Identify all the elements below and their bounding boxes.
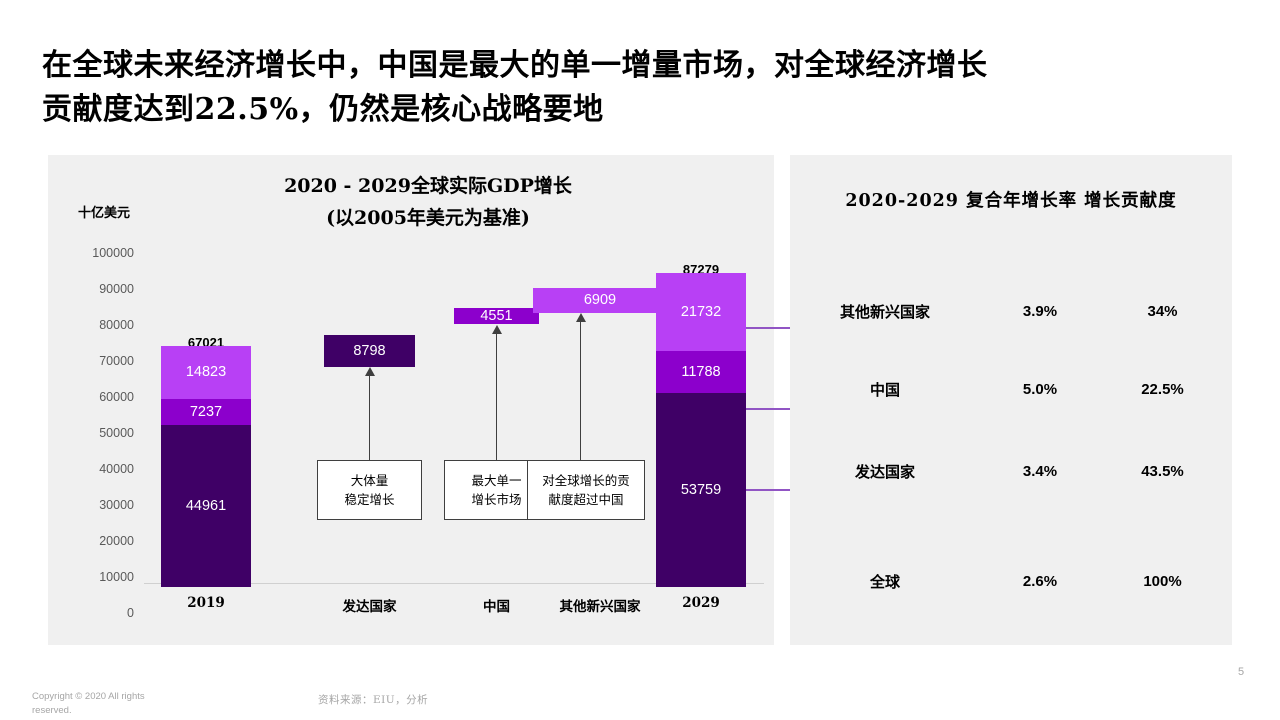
growth-contribution-table-panel: 2020-2029 复合年增长率 增长贡献度 其他新兴国家 3.9% 34% 中… [790, 155, 1232, 645]
bar-float-developed: 8798 [324, 335, 415, 367]
y-tick-50000: 50000 [99, 426, 134, 440]
x-label-2019: 2019 [187, 595, 225, 611]
bar-float-label: 4551 [480, 308, 513, 325]
table-cell-contribution: 34% [1147, 302, 1178, 320]
bar-float-other-emerging: 6909 [533, 288, 667, 313]
y-tick-10000: 10000 [99, 570, 134, 584]
chart-panel: 2020 - 2029全球实际GDP增长 (以2005年美元为基准) 十亿美元 … [48, 155, 774, 645]
copyright-text: Copyright © 2020 All rights reserved. [32, 691, 145, 717]
table-row: 其他新兴国家 3.9% 34% [790, 297, 1232, 325]
leader-arrowhead-other-emerging [575, 313, 586, 322]
page-number: 5 [1238, 666, 1245, 678]
y-tick-0: 0 [127, 606, 134, 620]
chart-plot-area: 100000 90000 80000 70000 60000 50000 400… [48, 155, 774, 645]
y-tick-80000: 80000 [99, 318, 134, 332]
bar-segment-2019-other-emerging: 14823 [161, 345, 251, 400]
bar-segment-2019-developed: 44961 [161, 425, 251, 588]
table-cell-contribution: 43.5% [1141, 462, 1184, 480]
table-cell-name: 全球 [869, 572, 900, 591]
y-tick-90000: 90000 [99, 282, 134, 296]
x-label-other-emerging: 其他新兴国家 [559, 599, 641, 615]
leader-line-china [495, 334, 498, 460]
callout-other-emerging: 对全球增长的贡 献度超过中国 [527, 460, 645, 520]
table-cell-cagr: 3.4% [1022, 462, 1058, 480]
y-tick-100000: 100000 [92, 246, 134, 260]
x-label-china: 中国 [483, 599, 510, 615]
y-axis-unit-label: 十亿美元 [78, 206, 131, 221]
leader-line-developed [368, 376, 371, 460]
table-cell-contribution: 100% [1143, 572, 1182, 590]
leader-line-other-emerging [579, 322, 582, 460]
y-tick-60000: 60000 [99, 390, 134, 404]
table-cell-name: 其他新兴国家 [839, 302, 930, 321]
table-cell-cagr: 5.0% [1022, 380, 1058, 398]
x-label-2029: 2029 [682, 595, 720, 611]
table-header: 2020-2029 复合年增长率 增长贡献度 [845, 191, 1177, 211]
table-cell-name: 发达国家 [854, 462, 915, 481]
x-label-developed: 发达国家 [342, 599, 397, 615]
bar-segment-label: 7237 [189, 404, 223, 421]
bar-segment-2029-developed: 53759 [656, 393, 746, 587]
leader-arrowhead-china [491, 325, 502, 334]
bar-segment-label: 14823 [185, 364, 227, 381]
bar-segment-label: 53759 [680, 482, 722, 499]
chart-title: 2020 - 2029全球实际GDP增长 (以2005年美元为基准) [284, 175, 572, 230]
leader-arrowhead-developed [364, 367, 375, 376]
bar-segment-label: 21732 [680, 303, 722, 320]
bar-segment-2029-other-emerging: 21732 [656, 272, 746, 351]
x-axis-line [144, 583, 764, 584]
table-cell-cagr: 2.6% [1022, 572, 1058, 590]
page-title: 在全球未来经济增长中，中国是最大的单一增量市场，对全球经济增长 贡献度达到22.… [42, 48, 988, 127]
bar-float-label: 8798 [353, 342, 386, 359]
table-row: 发达国家 3.4% 43.5% [790, 457, 1232, 485]
bar-segment-2029-china: 11788 [656, 351, 746, 394]
y-tick-70000: 70000 [99, 354, 134, 368]
source-note: 资料来源：EIU，分析 [318, 694, 429, 706]
y-tick-20000: 20000 [99, 534, 134, 548]
callout-developed: 大体量 稳定增长 [317, 460, 422, 520]
table-cell-cagr: 3.9% [1022, 302, 1058, 320]
table-row: 中国 5.0% 22.5% [790, 375, 1232, 403]
bar-segment-2019-china: 7237 [161, 399, 251, 426]
bar-segment-label: 44961 [185, 498, 227, 515]
y-tick-40000: 40000 [99, 462, 134, 476]
y-tick-30000: 30000 [99, 498, 134, 512]
table-cell-contribution: 22.5% [1141, 380, 1184, 398]
table-row: 全球 2.6% 100% [790, 567, 1232, 595]
bar-segment-label: 11788 [681, 364, 721, 381]
bar-float-china: 4551 [454, 308, 539, 325]
table-cell-name: 中国 [869, 380, 900, 399]
bar-float-label: 6909 [583, 292, 617, 309]
